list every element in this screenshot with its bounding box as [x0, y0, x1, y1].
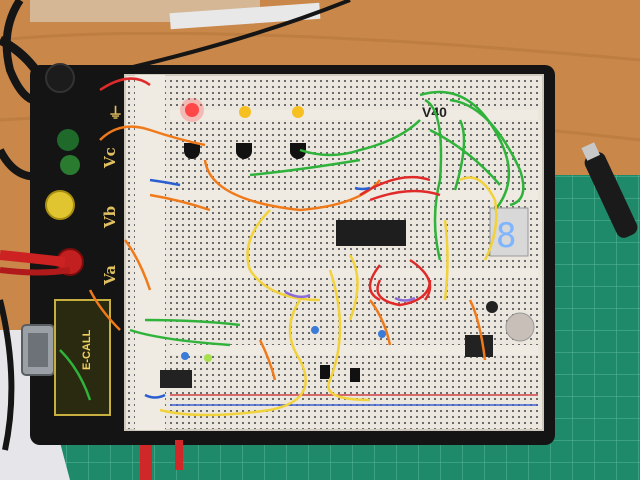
banana-jack-green-2	[60, 155, 80, 175]
ground-label: ⏚	[108, 104, 123, 122]
buzzer	[505, 312, 535, 342]
ic-chip-main	[336, 220, 406, 246]
power-rail-3	[170, 268, 538, 278]
led-yellow-2	[292, 106, 304, 118]
led-yellow-1	[239, 106, 251, 118]
seven-segment-digit: 8	[496, 216, 516, 256]
ecall-logo-box	[54, 299, 111, 416]
transistor-2	[236, 143, 252, 159]
power-rail-4	[170, 345, 538, 355]
db9-connector-face	[28, 333, 48, 367]
black-cable-5	[0, 299, 15, 451]
transistor-1	[184, 143, 200, 159]
ceramic-cap-3	[311, 326, 319, 334]
yellow-wires	[159, 176, 498, 417]
power-rail-1	[170, 110, 538, 120]
capacitor-1	[486, 301, 498, 313]
led-green	[204, 354, 212, 362]
ecall-logo-text: E-CALL	[81, 329, 93, 370]
black-cable-3	[119, 0, 351, 72]
label-va: Va	[101, 265, 119, 286]
button-2	[320, 365, 330, 379]
pen-tip	[581, 142, 601, 161]
button-1	[350, 368, 360, 382]
red-probe-cable	[0, 250, 66, 267]
probe-tip-1	[140, 445, 152, 480]
led-red-glow	[180, 98, 204, 122]
banana-jack-yellow	[45, 190, 75, 220]
label-vb: Vb	[101, 206, 119, 229]
blue-wires	[144, 178, 371, 399]
banana-jack-green-1	[57, 129, 79, 151]
label-vc: Vc	[101, 147, 119, 169]
ceramic-cap-1	[181, 352, 189, 360]
led-red	[185, 103, 199, 117]
red-probe-cable-2	[0, 267, 71, 276]
purple-wires	[284, 290, 416, 302]
pen	[584, 152, 638, 238]
seven-segment-display	[489, 207, 529, 257]
green-wires	[59, 90, 525, 401]
ceramic-cap-2	[378, 330, 386, 338]
banana-jack-black	[45, 63, 75, 93]
power-rail-2	[170, 190, 538, 200]
transistor-3	[290, 143, 306, 159]
probe-tip-2	[175, 440, 183, 470]
ic-chip-small-1	[465, 335, 493, 357]
red-wires	[99, 77, 441, 307]
ic-chip-small-2	[160, 370, 192, 388]
paper-strip	[169, 2, 321, 30]
